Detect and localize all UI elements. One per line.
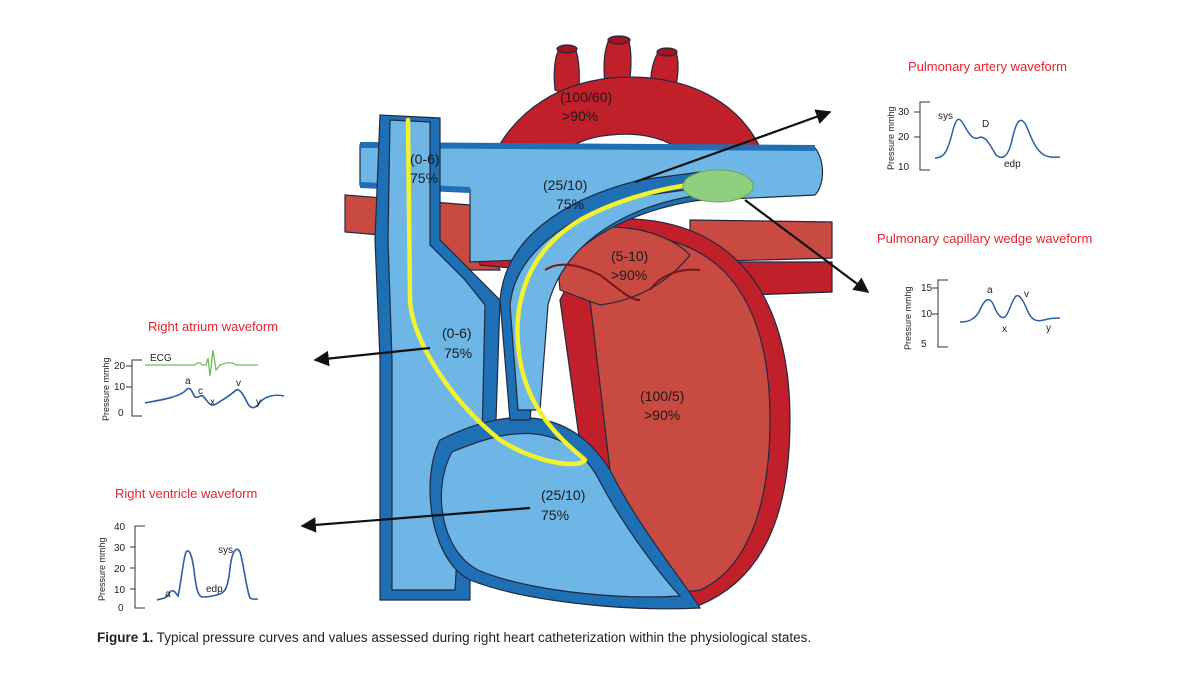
ra-label-v: v — [236, 378, 241, 389]
pa-waveform-trace — [934, 118, 1061, 159]
pcwp-waveform-title: Pulmonary capillary wedge waveform — [877, 231, 1092, 246]
figure-caption-number: Figure 1. — [97, 630, 154, 645]
pointer-arrows — [300, 109, 870, 533]
arrow-right-ventricle — [300, 506, 531, 533]
pcwp-waveform-trace — [959, 294, 1061, 323]
label-la-sat: >90% — [611, 267, 647, 283]
wedge-balloon — [682, 169, 754, 203]
pa-tick-30: 30 — [898, 107, 910, 118]
pcwp-label-v: v — [1024, 289, 1029, 300]
rv-tick-20: 20 — [114, 564, 126, 575]
label-pa-pressure: (25/10) — [543, 177, 587, 193]
label-ra-sat: 75% — [444, 345, 472, 361]
pcwp-waveform-panel: Pulmonary capillary wedge waveform Press… — [877, 231, 1092, 350]
ra-label-ecg: ECG — [150, 353, 172, 364]
rv-tick-0: 0 — [118, 603, 124, 614]
rv-waveform-panel: Right ventricle waveform Pressure mmhg 4… — [97, 486, 259, 614]
arrow-pcwp — [744, 199, 870, 293]
ra-pressure-trace — [144, 387, 285, 409]
label-aorta-pressure: (100/60) — [560, 89, 612, 105]
rv-pressure-trace — [156, 548, 259, 601]
pa-label-edp: edp — [1004, 159, 1021, 170]
heart-labels: (100/60) >90% (0-6) 75% (25/10) 75% (5-1… — [410, 89, 684, 523]
label-pa-sat: 75% — [556, 196, 584, 212]
label-rv-pressure: (25/10) — [541, 487, 585, 503]
pcwp-tick-10: 10 — [921, 309, 933, 320]
catheter-line — [405, 117, 703, 467]
rv-label-edp: edp — [206, 584, 223, 595]
pcwp-label-x: x — [1002, 324, 1007, 335]
rv-label-a: a — [165, 589, 171, 600]
pa-waveform-title: Pulmonary artery waveform — [908, 59, 1067, 74]
pcwp-label-y: y — [1046, 323, 1051, 334]
ra-label-c: c — [198, 386, 203, 397]
rv-tick-10: 10 — [114, 585, 126, 596]
label-lv-pressure: (100/5) — [640, 388, 684, 404]
pcwp-label-a: a — [987, 285, 993, 296]
pa-waveform-panel: Pulmonary artery waveform Pressure mmhg … — [886, 59, 1067, 173]
pcwp-tick-15: 15 — [921, 283, 933, 294]
ra-label-x: x — [210, 397, 215, 408]
pcwp-waveform-ylabel: Pressure mmhg — [903, 286, 913, 350]
pa-tick-10: 10 — [898, 162, 910, 173]
label-lv-sat: >90% — [644, 407, 680, 423]
figure-caption: Figure 1. Typical pressure curves and va… — [97, 630, 1137, 645]
rv-waveform-title: Right ventricle waveform — [115, 486, 257, 501]
pa-label-d: D — [982, 119, 989, 130]
pa-label-sys: sys — [938, 111, 953, 122]
ra-label-y: y — [256, 397, 261, 408]
heart-illustration — [344, 35, 833, 610]
label-la-pressure: (5-10) — [611, 248, 648, 264]
ra-ecg-trace — [145, 349, 258, 377]
rv-waveform-ylabel: Pressure mmhg — [97, 537, 107, 601]
ra-tick-0: 0 — [118, 408, 124, 419]
label-ra-pressure: (0-6) — [442, 325, 472, 341]
rv-tick-30: 30 — [114, 543, 126, 554]
label-svc-pressure: (0-6) — [410, 151, 440, 167]
rv-tick-40: 40 — [114, 522, 126, 533]
ra-tick-10: 10 — [114, 382, 126, 393]
label-svc-sat: 75% — [410, 170, 438, 186]
ra-waveform-panel: Right atrium waveform Pressure mmhg 20 1… — [101, 319, 285, 421]
arrow-pulmonary-artery — [634, 109, 832, 184]
pa-tick-20: 20 — [898, 132, 910, 143]
pa-waveform-ylabel: Pressure mmhg — [886, 106, 896, 170]
pcwp-tick-5: 5 — [921, 339, 927, 350]
ra-waveform-title: Right atrium waveform — [148, 319, 278, 334]
ra-label-a: a — [185, 376, 191, 387]
arrow-right-atrium — [313, 346, 431, 367]
rv-label-sys: sys — [218, 545, 233, 556]
label-aorta-sat: >90% — [562, 108, 598, 124]
figure-caption-text: Typical pressure curves and values asses… — [153, 630, 812, 645]
ra-waveform-ylabel: Pressure mmhg — [101, 357, 111, 421]
label-rv-sat: 75% — [541, 507, 569, 523]
ra-tick-20: 20 — [114, 361, 126, 372]
